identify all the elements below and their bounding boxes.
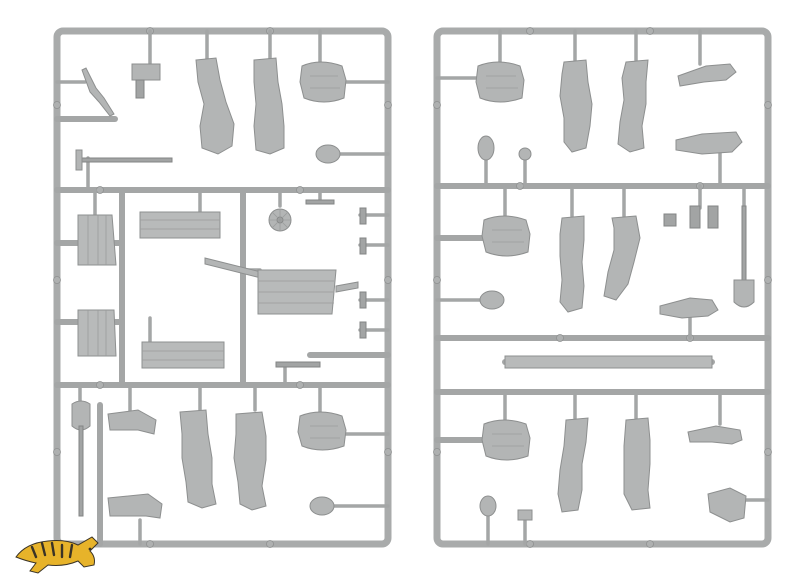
shovel-part-left <box>71 383 91 517</box>
legs-figure-2-left <box>179 383 217 509</box>
right-sprue-gate-tabs <box>433 27 772 548</box>
handle-bar-part <box>275 361 321 387</box>
arm-figure-3-mid <box>675 131 743 188</box>
arm-figure-5-bottom <box>707 487 770 523</box>
head-figure-3 <box>477 135 495 188</box>
arm-figure-2-bottom <box>107 493 163 546</box>
bayonet-part <box>131 29 161 99</box>
helmet-small-part-2 <box>517 509 533 546</box>
bench-plank-part <box>504 355 713 369</box>
wheelbarrow-side-plank-1 <box>139 188 221 239</box>
small-gate-parts-right <box>358 207 390 339</box>
legs-figure-5-right <box>623 390 651 511</box>
torso-figure-3 <box>435 29 525 103</box>
torso-figure-1 <box>299 29 390 103</box>
legs-figure-4-right <box>603 184 641 301</box>
right-sprue-frame <box>433 27 772 548</box>
shovel-part-right <box>733 184 755 308</box>
legs-figure-1-left <box>195 29 235 155</box>
head-figure-5 <box>479 495 497 546</box>
helmet-small-part <box>518 147 532 188</box>
head-figure-2 <box>309 496 390 516</box>
head-figure-1 <box>315 144 390 164</box>
arm-figure-3-top <box>677 29 737 87</box>
legs-figure-3-right <box>617 29 649 153</box>
torso-figure-2 <box>297 383 390 451</box>
arm-figure-5-top <box>687 390 743 445</box>
legs-figure-2-right <box>233 383 267 511</box>
left-sprue-gate-tabs <box>53 27 392 548</box>
wheelbarrow-side-plank-2 <box>141 316 225 369</box>
crate-side-panel-top <box>77 188 117 266</box>
legs-figure-1-right <box>253 29 285 155</box>
rifle-part <box>75 149 173 192</box>
legs-figure-3-left <box>559 29 593 153</box>
wheel-part <box>268 188 292 232</box>
legs-figure-4-left <box>559 184 585 313</box>
tiger-icon <box>15 536 99 574</box>
small-bracket-part <box>305 188 335 205</box>
wheelbarrow-tray <box>204 257 359 315</box>
legs-figure-5-left <box>557 390 589 513</box>
torso-figure-5 <box>481 390 531 461</box>
crate-side-panel-bottom <box>77 309 117 357</box>
arm-figure-2 <box>107 383 157 435</box>
arm-figure-4 <box>659 297 719 340</box>
head-figure-4 <box>435 290 505 310</box>
pickaxe-part <box>55 67 115 117</box>
left-sprue-frame <box>53 27 392 548</box>
torso-figure-4 <box>481 184 531 257</box>
hand-parts-cluster <box>663 184 719 229</box>
